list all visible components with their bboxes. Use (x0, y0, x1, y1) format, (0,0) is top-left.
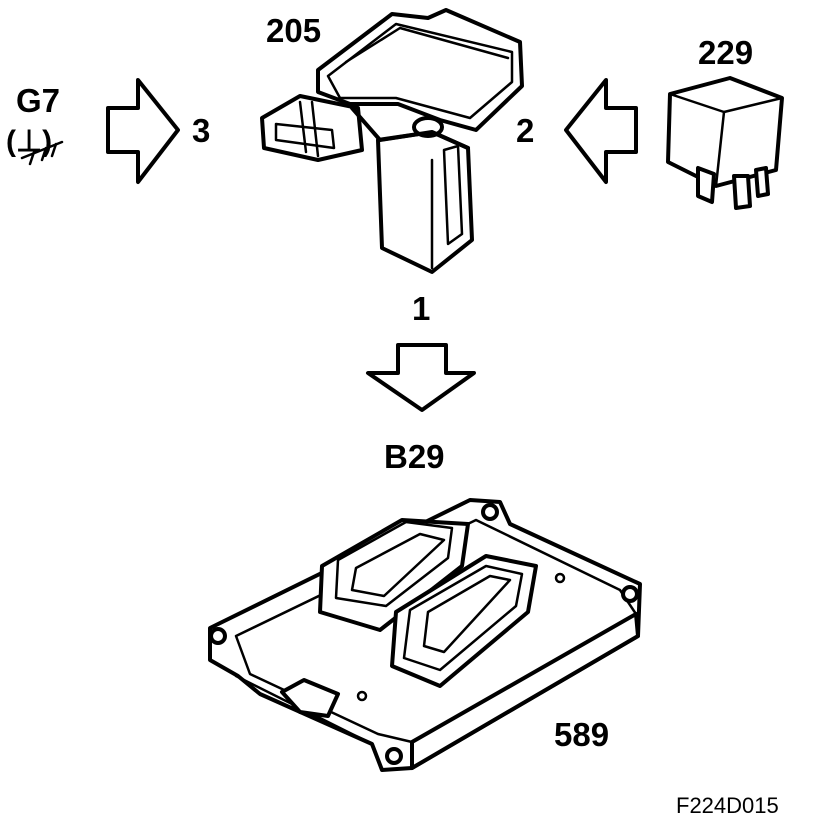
arrow-down-icon (366, 343, 476, 412)
pin2-label: 2 (516, 112, 535, 149)
pin1-label: 1 (412, 290, 431, 327)
ground-symbol-label: (⊥) (6, 125, 53, 158)
relay (666, 76, 784, 210)
pin3-label: 3 (192, 112, 211, 149)
ecu-connector-label: B29 (384, 438, 445, 475)
engine-control-module (208, 498, 642, 772)
ecu-label: 589 (554, 716, 610, 753)
arrow-right-icon (106, 78, 180, 184)
mass-airflow-sensor (260, 8, 524, 274)
figure-reference: F224D015 (676, 793, 779, 818)
sensor-label: 205 (266, 12, 322, 49)
ground-label: G7 (16, 82, 61, 119)
ground-icon (20, 140, 64, 166)
arrow-left-icon (564, 78, 638, 184)
relay-label: 229 (698, 34, 754, 71)
